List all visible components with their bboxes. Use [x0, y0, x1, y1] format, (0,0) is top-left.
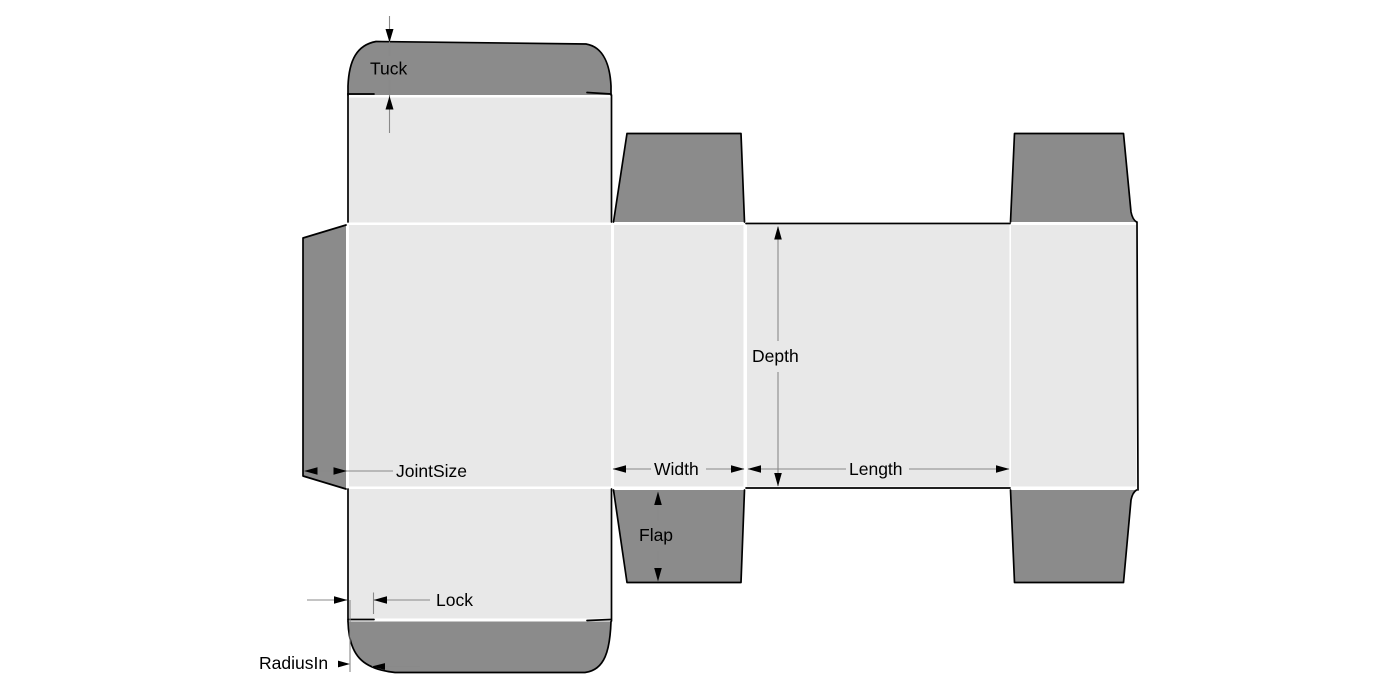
- tuck-flap: [348, 41, 611, 95]
- dust-flap-bottom-mid: [613, 490, 745, 583]
- radiusin-label: RadiusIn: [259, 653, 328, 673]
- lock-panel: [349, 489, 611, 619]
- cut-edge: [586, 91, 612, 95]
- arrowhead-right-icon: [338, 660, 350, 668]
- arrowhead-left-icon: [304, 467, 318, 475]
- cut-edge: [586, 618, 612, 622]
- dust-flap-bottom-right: [1010, 490, 1137, 583]
- main-panel-left: [349, 225, 611, 487]
- flap-label: Flap: [639, 525, 673, 545]
- arrowheads: [304, 29, 1010, 670]
- dust-flap-bottom-mid-outline: [612, 489, 746, 584]
- cut-edge: [1136, 221, 1139, 491]
- bottom-tuck-outline: [347, 620, 612, 674]
- dimension-labels: Tuck JointSize Width Length Depth Flap L…: [259, 59, 903, 674]
- lock-label: Lock: [436, 590, 473, 610]
- main-panel-wide: [747, 225, 1010, 487]
- arrowhead-left-icon: [371, 663, 385, 670]
- dust-flap-bottom-right-outline: [1009, 489, 1138, 584]
- arrowhead-up-icon: [774, 226, 782, 240]
- dust-flap-top-mid-outline: [612, 132, 746, 223]
- arrowhead-down-icon: [385, 29, 394, 43]
- dust-flap-top-mid: [613, 133, 745, 222]
- dust-flap-top-right: [1010, 133, 1137, 222]
- arrowhead-right-icon: [731, 465, 745, 473]
- bottom-tuck-flap: [348, 621, 611, 673]
- arrowhead-right-icon: [333, 467, 347, 475]
- tuck-flap-outline: [347, 40, 612, 96]
- cut-edges: [347, 91, 1139, 622]
- arrowhead-up-icon: [385, 96, 394, 110]
- top-closure-panel: [349, 97, 611, 223]
- joint-flap: [303, 225, 346, 489]
- arrowhead-right-icon: [996, 465, 1010, 473]
- arrowhead-right-icon: [334, 596, 348, 604]
- flap-outlines: [302, 40, 1138, 674]
- arrowhead-left-icon: [612, 465, 626, 473]
- width-label: Width: [654, 459, 699, 479]
- arrowhead-left-icon: [373, 596, 387, 604]
- jointsize-label: JointSize: [396, 461, 467, 481]
- flap-fills: [303, 41, 1137, 673]
- length-label: Length: [849, 459, 903, 479]
- arrowhead-left-icon: [747, 465, 761, 473]
- arrowhead-up-icon: [654, 491, 662, 505]
- side-panel-right: [1011, 225, 1137, 487]
- side-panel-middle: [614, 225, 744, 487]
- dimension-lines: [305, 16, 1009, 672]
- depth-label: Depth: [752, 346, 799, 366]
- panels: [349, 97, 1137, 619]
- arrowhead-down-icon: [774, 473, 782, 487]
- arrowhead-down-icon: [654, 568, 662, 582]
- dust-flap-top-right-outline: [1009, 132, 1138, 223]
- joint-flap-outline: [302, 224, 347, 490]
- tuck-label: Tuck: [370, 59, 408, 79]
